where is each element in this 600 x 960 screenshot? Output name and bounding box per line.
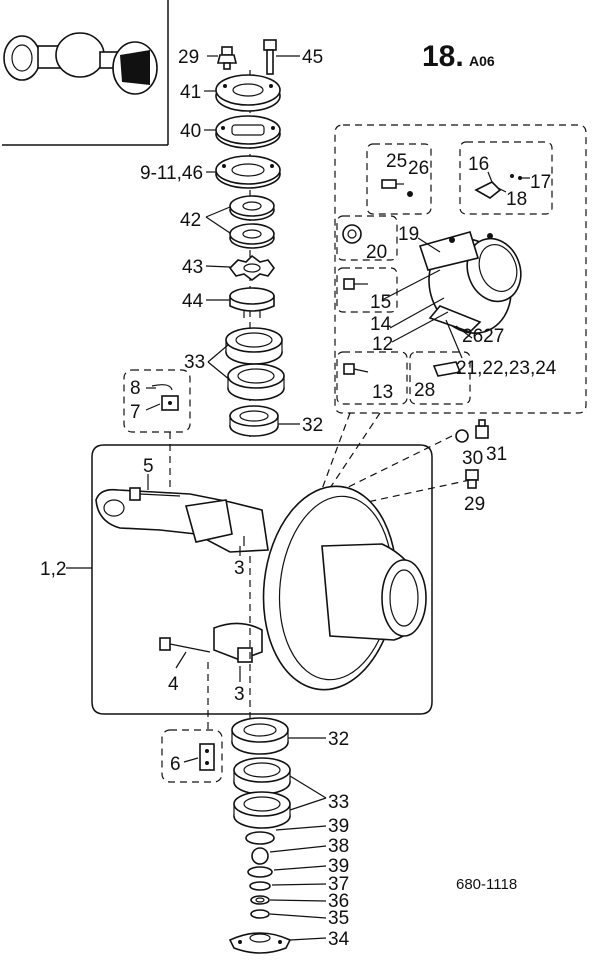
shim-39-top [245, 831, 275, 845]
drawing-reference: 680-1118 [456, 876, 517, 893]
bearings-33-top [225, 327, 285, 401]
callout-12: 12 [372, 334, 393, 355]
callout-33-bottom: 33 [328, 792, 349, 813]
callout-18: 18 [506, 189, 527, 210]
cover-34 [228, 932, 292, 954]
section-number: 18. [422, 40, 464, 73]
callout-38: 38 [328, 836, 349, 857]
washer-36 [250, 895, 270, 905]
callout-39-bottom: 39 [328, 856, 349, 877]
hub-detail-frame: 25 26 16 17 18 20 19 15 13 28 [334, 124, 587, 414]
callout-15: 15 [370, 292, 391, 313]
callout-28: 28 [414, 380, 435, 401]
shim-39-bottom [247, 866, 273, 878]
section-suffix: A06 [469, 53, 495, 69]
callout-5: 5 [143, 456, 154, 477]
bolt-4 [159, 637, 211, 653]
wheel-hub-disc [262, 485, 427, 691]
callout-39-top: 39 [328, 816, 349, 837]
cap-44 [229, 287, 275, 318]
callout-16: 16 [468, 154, 489, 175]
callout-3-top: 3 [234, 558, 245, 579]
callout-29: 29 [178, 47, 199, 68]
lock-washer-43 [228, 254, 275, 281]
callout-25: 25 [386, 151, 407, 172]
callout-8: 8 [130, 378, 141, 399]
callout-36: 36 [328, 891, 349, 912]
callout-29-mid: 29 [464, 494, 485, 515]
callout-41: 41 [180, 82, 201, 103]
callout-45: 45 [302, 47, 323, 68]
bolt-45 [263, 39, 277, 75]
callout-34: 34 [328, 929, 350, 950]
callout-6: 6 [170, 754, 181, 775]
callout-1-2: 1,2 [40, 559, 66, 580]
callout-17: 17 [530, 172, 551, 193]
plate-40 [215, 115, 281, 149]
callout-32-top: 32 [302, 415, 323, 436]
group-6 [161, 729, 223, 783]
seal-32-bottom [231, 717, 289, 755]
plug-30-31 [455, 419, 489, 443]
axle-thumbnail-icon [3, 32, 158, 95]
callout-37: 37 [328, 874, 349, 895]
group-7-8 [123, 369, 191, 433]
steering-knuckle [95, 488, 269, 663]
grease-nipple-29-mid [465, 469, 479, 489]
callout-20: 20 [366, 242, 387, 263]
callout-14: 14 [370, 314, 392, 335]
callout-19: 19 [398, 224, 419, 245]
shims-9-11-46 [215, 155, 281, 189]
callout-32-bottom: 32 [328, 729, 349, 750]
callout-4: 4 [168, 674, 179, 695]
bearings-33-bottom [233, 757, 291, 829]
callout-26: 26 [408, 158, 429, 179]
ball-38 [251, 847, 269, 865]
grease-nipple-29 [216, 46, 238, 70]
callout-13: 13 [372, 382, 393, 403]
callout-33-top: 33 [184, 352, 205, 373]
washers-42 [229, 195, 275, 249]
callout-30: 30 [462, 448, 483, 469]
callout-43: 43 [182, 257, 203, 278]
callout-3-bottom: 3 [234, 684, 245, 705]
steering-hub-assembly [418, 231, 522, 334]
washer-37 [249, 881, 271, 891]
callout-42: 42 [180, 210, 201, 231]
seal-32-top [229, 405, 279, 437]
callout-21-24: 21,22,23,24 [456, 358, 557, 379]
bolt-5 [129, 487, 181, 501]
callout-35: 35 [328, 908, 349, 929]
flange-41 [215, 74, 281, 112]
callout-9-11-46: 9-11,46 [140, 163, 203, 184]
washer-35 [250, 909, 270, 919]
callout-44: 44 [182, 291, 204, 312]
callout-26-27: 2627 [462, 326, 504, 347]
vehicle-locator-inset [2, 0, 169, 146]
callout-7: 7 [130, 402, 141, 423]
callout-40: 40 [180, 121, 201, 142]
callout-31: 31 [486, 444, 507, 465]
